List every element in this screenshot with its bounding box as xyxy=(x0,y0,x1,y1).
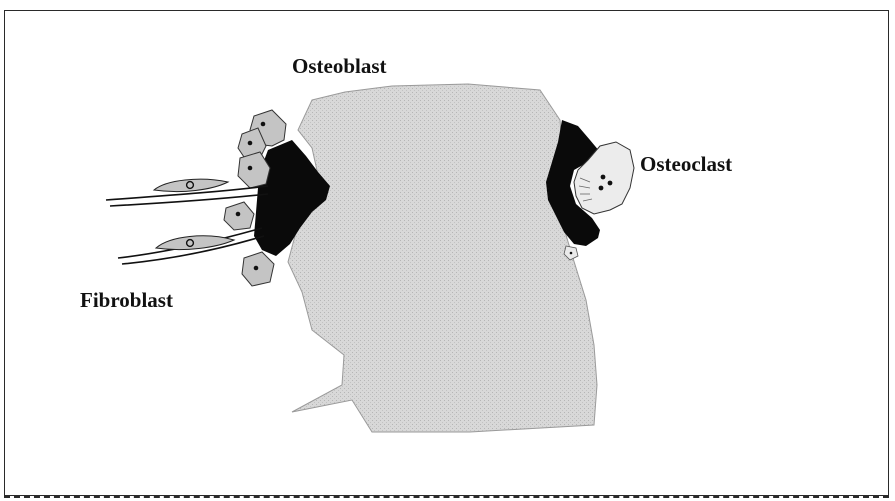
osteoblast-label: Osteoblast xyxy=(292,54,387,79)
fibroblast-label: Fibroblast xyxy=(80,288,173,313)
osteoblast-cell xyxy=(238,152,270,188)
osteoclast-label: Osteoclast xyxy=(640,152,732,177)
fibroblast-cells xyxy=(154,179,234,249)
bone-matrix xyxy=(288,84,597,432)
lining-cell-nucleus xyxy=(570,252,573,255)
